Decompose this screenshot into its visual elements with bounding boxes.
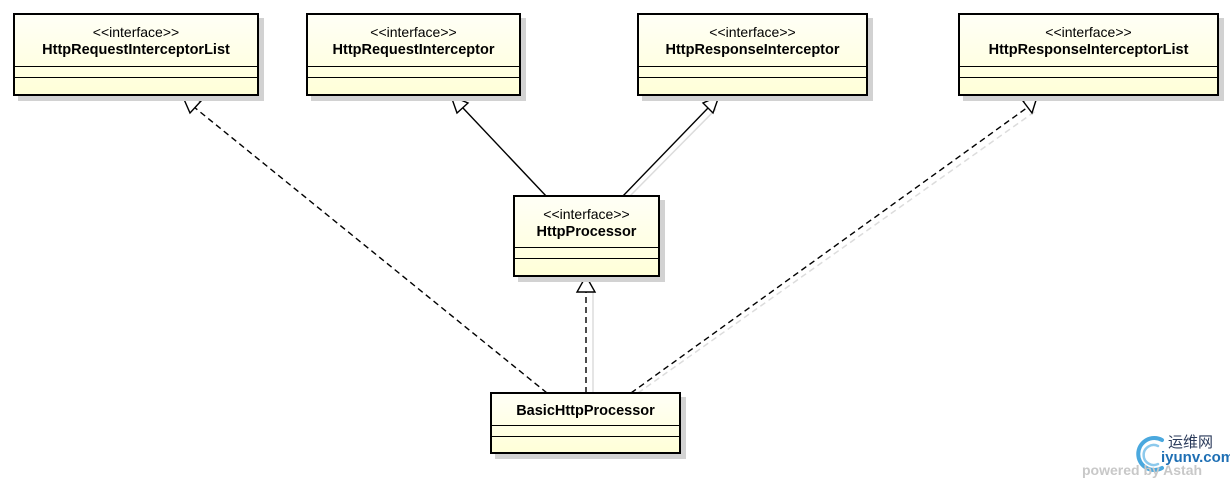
attributes-compartment: [515, 248, 658, 259]
realization-basic-to-response-list: [630, 106, 1029, 394]
shadow-line: [637, 109, 1038, 394]
class-box-request-interceptor-list[interactable]: <<interface>> HttpRequestInterceptorList: [13, 13, 259, 96]
class-box-http-processor[interactable]: <<interface>> HttpProcessor: [513, 195, 660, 277]
class-name: HttpRequestInterceptorList: [42, 42, 230, 58]
class-name: HttpResponseInterceptorList: [988, 42, 1189, 58]
stereotype-label: <<interface>>: [92, 24, 180, 40]
watermark-domain-text: iyunv.com: [1161, 449, 1230, 466]
stereotype-label: <<interface>>: [543, 206, 630, 222]
class-header: <<interface>> HttpProcessor: [515, 197, 658, 248]
watermark-chinese-text: 运维网: [1168, 433, 1214, 451]
attributes-compartment: [639, 67, 866, 78]
arrowhead-response-list: [1021, 95, 1039, 115]
arrowhead-request: [449, 94, 470, 115]
generalization-processor-to-request: [462, 107, 548, 198]
class-name: HttpResponseInterceptor: [665, 42, 840, 58]
class-header: <<interface>> HttpRequestInterceptorList: [15, 15, 257, 67]
class-name: HttpRequestInterceptor: [332, 42, 495, 58]
arrowhead-response: [701, 94, 721, 115]
operations-compartment: [492, 437, 679, 448]
operations-compartment: [15, 78, 257, 89]
attributes-compartment: [960, 67, 1217, 78]
class-box-response-interceptor-list[interactable]: <<interface>> HttpResponseInterceptorLis…: [958, 13, 1219, 96]
operations-compartment: [308, 78, 519, 89]
operations-compartment: [515, 259, 658, 270]
shadow-line: [628, 108, 717, 198]
class-box-response-interceptor[interactable]: <<interface>> HttpResponseInterceptor: [637, 13, 868, 96]
operations-compartment: [639, 78, 866, 89]
class-name: HttpProcessor: [536, 224, 637, 240]
class-box-request-interceptor[interactable]: <<interface>> HttpRequestInterceptor: [306, 13, 521, 96]
realization-basic-to-request-list: [193, 106, 548, 394]
arrowhead-processor: [575, 274, 597, 293]
class-name: BasicHttpProcessor: [516, 403, 655, 419]
iyunv-logo-icon: [1136, 436, 1164, 472]
attributes-compartment: [15, 67, 257, 78]
generalization-processor-to-response: [621, 107, 709, 198]
stereotype-label: <<interface>>: [1045, 24, 1132, 40]
class-header: <<interface>> HttpResponseInterceptorLis…: [960, 15, 1217, 67]
attributes-compartment: [308, 67, 519, 78]
class-header: <<interface>> HttpRequestInterceptor: [308, 15, 519, 67]
operations-compartment: [960, 78, 1217, 89]
class-header: BasicHttpProcessor: [492, 394, 679, 426]
arrowhead-request-list: [181, 96, 203, 115]
attributes-compartment: [492, 426, 679, 437]
stereotype-label: <<interface>>: [709, 24, 796, 40]
powered-by-text: powered by Astah: [1082, 462, 1203, 478]
watermark: 运维网 iyunv.com: [1128, 428, 1230, 476]
stereotype-label: <<interface>>: [370, 24, 457, 40]
class-box-basic-http-processor[interactable]: BasicHttpProcessor: [490, 392, 681, 454]
class-header: <<interface>> HttpResponseInterceptor: [639, 15, 866, 67]
